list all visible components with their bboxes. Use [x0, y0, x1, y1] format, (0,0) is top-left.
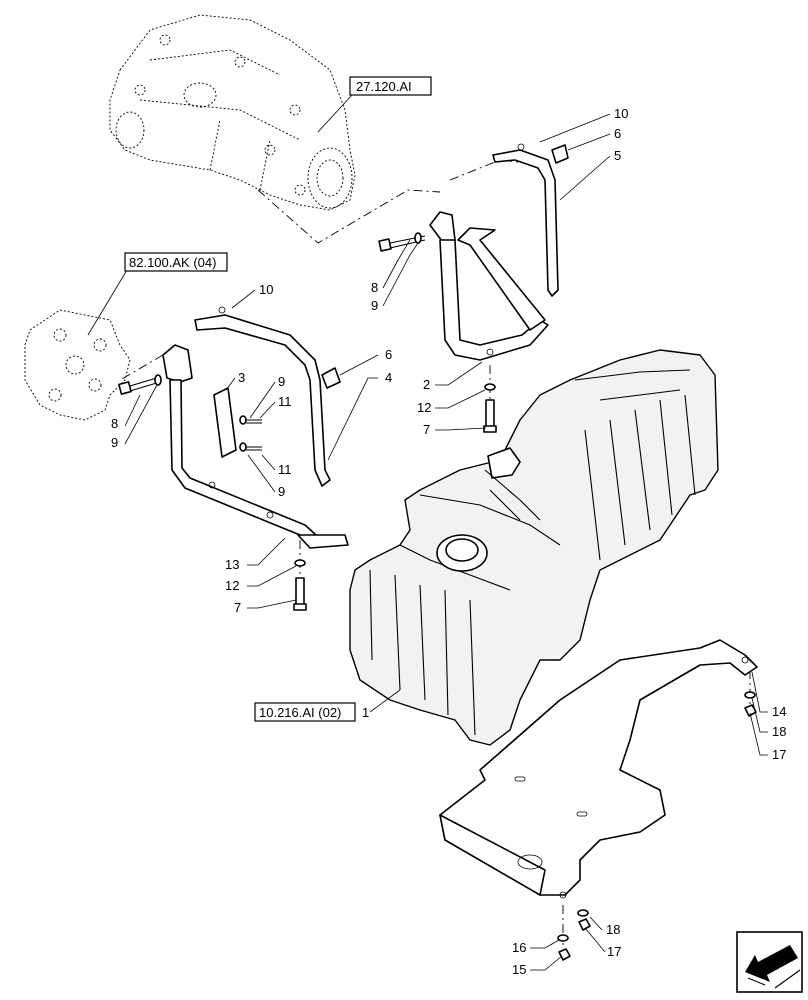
leader-tank-ref — [369, 689, 401, 713]
bolt-7-mid — [293, 577, 307, 611]
guard-plate — [439, 639, 758, 899]
clip-6-upper — [551, 144, 569, 164]
callout-16[interactable]: 16 — [512, 940, 526, 955]
ref-label-mounting-plate[interactable]: 82.100.AK (04) — [129, 255, 216, 270]
callout-17-bottom[interactable]: 17 — [607, 944, 621, 959]
callout-2[interactable]: 2 — [423, 377, 430, 392]
nut-17-right — [744, 704, 757, 717]
ref-label-tank[interactable]: 10.216.AI (02) — [259, 705, 341, 720]
nut-17-bottom — [578, 918, 591, 931]
washer-12-upper — [484, 383, 496, 391]
ref-box-mounting-plate[interactable] — [124, 252, 228, 272]
callout-10-mid[interactable]: 10 — [259, 282, 273, 297]
callout-13[interactable]: 13 — [225, 557, 239, 572]
callout-15[interactable]: 15 — [512, 962, 526, 977]
upper-strap — [492, 143, 559, 297]
mounting-plate-illustration — [24, 309, 131, 421]
screws-11 — [239, 415, 262, 452]
callout-9-top[interactable]: 9 — [371, 298, 378, 313]
bolt-left — [118, 374, 162, 395]
washer-16 — [557, 934, 569, 942]
fuel-tank — [349, 349, 719, 746]
washer-18-right — [744, 691, 756, 699]
callout-17-right[interactable]: 17 — [772, 747, 786, 762]
callout-8-top[interactable]: 8 — [371, 280, 378, 295]
bolt-upper — [378, 232, 426, 252]
callout-12-mid[interactable]: 12 — [225, 578, 239, 593]
ref-box-rear-axle[interactable] — [349, 76, 432, 96]
callout-10-top[interactable]: 10 — [614, 106, 628, 121]
callout-4[interactable]: 4 — [385, 370, 392, 385]
back-arrow-icon[interactable] — [736, 931, 803, 993]
callout-1[interactable]: 1 — [362, 705, 369, 720]
callout-3[interactable]: 3 — [238, 370, 245, 385]
callout-9-b[interactable]: 9 — [278, 484, 285, 499]
callout-6-mid[interactable]: 6 — [385, 347, 392, 362]
callout-7-top[interactable]: 7 — [423, 422, 430, 437]
callout-9-a[interactable]: 9 — [278, 374, 285, 389]
ref-label-rear-axle[interactable]: 27.120.AI — [356, 79, 412, 94]
left-strap — [194, 306, 331, 487]
callout-12-top[interactable]: 12 — [417, 400, 431, 415]
callout-14[interactable]: 14 — [772, 704, 786, 719]
callout-18-right[interactable]: 18 — [772, 724, 786, 739]
plate-3 — [213, 387, 237, 458]
left-bracket — [162, 344, 349, 549]
callout-5[interactable]: 5 — [614, 148, 621, 163]
centerline-axle-to-bracket — [257, 189, 441, 244]
nut-15 — [558, 948, 571, 961]
bolt-7-upper — [483, 399, 497, 433]
callout-18-bottom[interactable]: 18 — [606, 922, 620, 937]
callout-11-a[interactable]: 11 — [278, 394, 292, 409]
leader-mounting-plate — [87, 269, 128, 336]
washer-18-bottom — [577, 909, 589, 917]
callout-11-b[interactable]: 11 — [278, 462, 292, 477]
clip-6-mid — [321, 367, 341, 389]
upper-bracket — [429, 211, 549, 361]
rear-axle-housing-illustration — [109, 14, 356, 211]
leader-rear-axle — [317, 94, 353, 133]
callout-numbers: 10 6 5 8 9 2 12 7 10 6 4 3 9 11 11 9 8 9… — [111, 106, 786, 977]
callout-7-mid[interactable]: 7 — [234, 600, 241, 615]
ref-box-tank[interactable] — [254, 702, 356, 722]
centerline-plate — [119, 354, 164, 381]
callout-8-mid[interactable]: 8 — [111, 416, 118, 431]
callout-9-mid[interactable]: 9 — [111, 435, 118, 450]
callout-leaders — [124, 113, 768, 971]
callout-6-top[interactable]: 6 — [614, 126, 621, 141]
washer-12-mid — [294, 559, 306, 567]
